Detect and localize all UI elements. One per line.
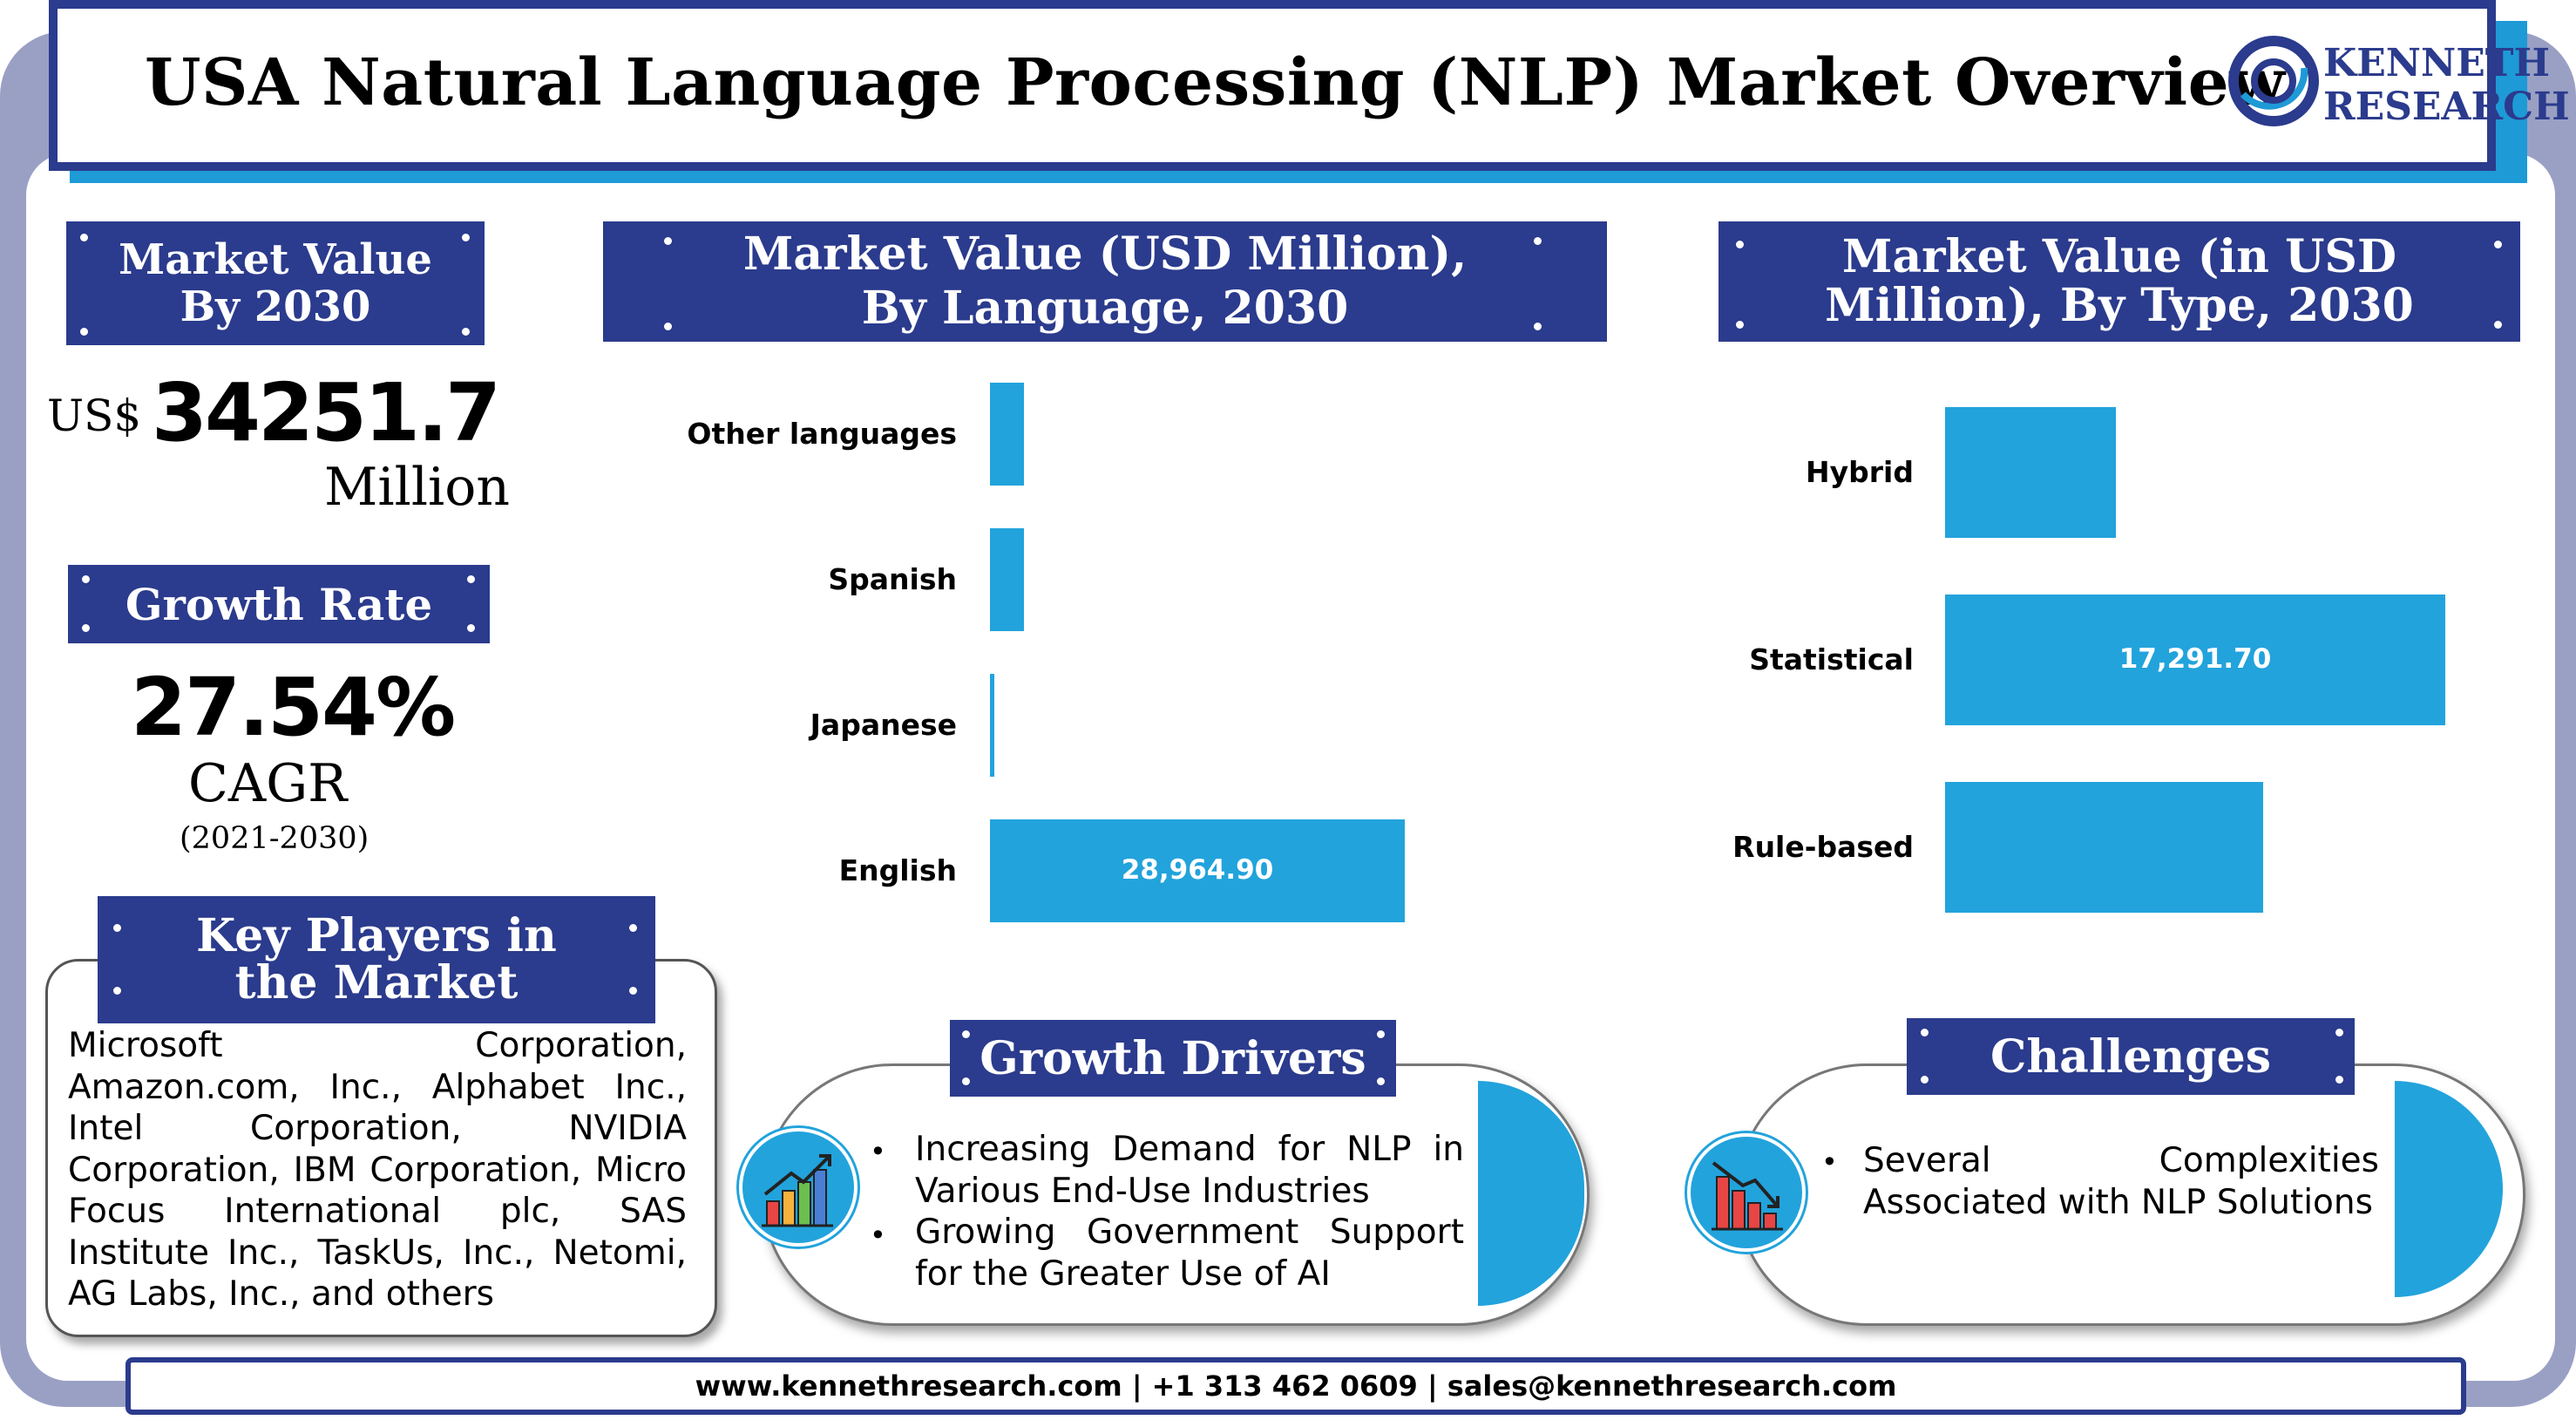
type-chart-title: Market Value (in USD Million), By Type, … [1825, 230, 2414, 332]
decor-dot [962, 1030, 970, 1038]
language-chart-title: Market Value (USD Million), By Language,… [742, 228, 1468, 335]
challenges-box [1736, 1063, 2525, 1326]
decor-dot [80, 234, 88, 241]
bar-value-label: 28,964.90 [1121, 854, 1274, 886]
decor-dot [2335, 1029, 2343, 1036]
logo-line1: KENNETH [2323, 41, 2551, 85]
decor-dot [629, 987, 637, 995]
category-label: Spanish [828, 562, 957, 596]
decor-dot [1736, 321, 1744, 329]
growth-rate-header: Growth Rate [68, 565, 490, 643]
bar [1945, 595, 2445, 725]
title-banner: USA Natural Language Processing (NLP) Ma… [49, 0, 2570, 185]
bar [990, 674, 994, 777]
decor-dot [664, 237, 672, 245]
growth-chart-icon [762, 1154, 833, 1227]
currency-label: US$ [47, 391, 142, 441]
category-label: Statistical [1749, 642, 1914, 676]
decor-dot [113, 924, 121, 932]
decor-dot [2335, 1076, 2343, 1084]
category-label: Japanese [810, 708, 957, 742]
cagr-period: (2021-2030) [180, 821, 369, 856]
growth-driver-item: Increasing Demand for NLP in Various End… [915, 1130, 1464, 1211]
category-label: English [838, 853, 957, 887]
bar [990, 383, 1025, 486]
decor-dot [467, 575, 475, 583]
category-label: Rule-based [1732, 830, 1914, 864]
challenge-icon-circle [1687, 1133, 1806, 1252]
growth-drivers-box [762, 1063, 1590, 1326]
decor-dot [1377, 1077, 1385, 1085]
category-label: Hybrid [1806, 455, 1914, 489]
challenges-header-text: Challenges [1990, 1029, 2271, 1084]
decor-dot [467, 624, 475, 632]
market-value-header: Market Value By 2030 [66, 221, 485, 345]
decor-dot [629, 924, 637, 932]
bar-value-label: 17,291.70 [2118, 643, 2272, 675]
footer-contact: www.kennethresearch.com | +1 313 462 060… [125, 1357, 2466, 1415]
decor-dot [962, 1077, 970, 1085]
key-players-header: Key Players in the Market [98, 896, 655, 1023]
bar [1945, 782, 2264, 913]
title-box [49, 0, 2496, 171]
bullet-marker: • [870, 1135, 886, 1168]
growth-driver-item: Growing Government Support for the Great… [915, 1213, 1464, 1294]
growth-drivers-header: Growth Drivers [950, 1020, 1396, 1097]
decor-dot [1921, 1076, 1929, 1084]
decor-dot [80, 328, 88, 336]
page-title: USA Natural Language Processing (NLP) Ma… [145, 45, 2286, 120]
bar [990, 528, 1025, 631]
market-value-number: 34251.7 [152, 366, 501, 459]
key-players-header-text: Key Players in the Market [196, 909, 557, 1009]
decline-chart-icon [1712, 1161, 1783, 1231]
category-label: Other languages [687, 417, 957, 451]
challenge-item: Several Complexities Associated with NLP… [1863, 1141, 2379, 1222]
growth-icon-circle [739, 1128, 858, 1247]
decor-dot [2494, 321, 2502, 329]
decor-dot [1921, 1029, 1929, 1036]
decor-dot [113, 987, 121, 995]
bullet-marker: • [870, 1219, 886, 1252]
logo-text: KENNETH RESEARCH [2323, 42, 2570, 129]
decor-dot [664, 323, 672, 330]
bar [1945, 407, 2116, 538]
decor-dot [1377, 1030, 1385, 1038]
cagr-label: CAGR [188, 753, 348, 814]
language-chart-header: Market Value (USD Million), By Language,… [603, 221, 1607, 342]
growth-drivers-header-text: Growth Drivers [980, 1031, 1366, 1085]
key-players-list: Microsoft Corporation, Amazon.com, Inc.,… [68, 1026, 687, 1314]
decor-dot [82, 624, 90, 632]
type-chart-header: Market Value (in USD Million), By Type, … [1718, 221, 2520, 342]
kenneth-research-logo-icon [2228, 36, 2319, 126]
decor-dot [1534, 323, 1542, 330]
footer-text: www.kennethresearch.com | +1 313 462 060… [695, 1369, 1897, 1403]
challenges-header: Challenges [1907, 1018, 2355, 1095]
market-value-header-text: Market Value By 2030 [119, 235, 432, 331]
decor-dot [82, 575, 90, 583]
bar [990, 819, 1405, 922]
cagr-value: 27.54% [131, 661, 456, 754]
decor-dot [2494, 241, 2502, 248]
decor-dot [462, 234, 470, 241]
logo-line2: RESEARCH [2323, 85, 2570, 129]
market-value-unit: Million [324, 457, 510, 518]
decor-dot [462, 328, 470, 336]
growth-rate-header-text: Growth Rate [125, 578, 433, 630]
bullet-marker: • [1821, 1145, 1838, 1179]
decor-dot [1534, 237, 1542, 245]
decor-dot [1736, 241, 1744, 248]
